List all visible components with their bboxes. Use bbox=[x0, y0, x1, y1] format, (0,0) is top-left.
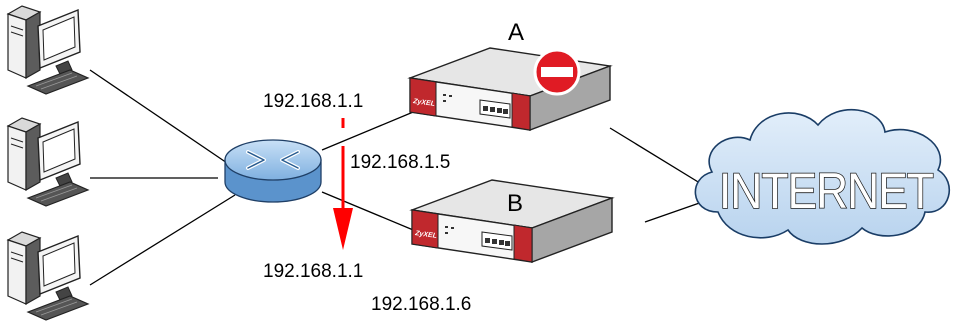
router-switch-icon bbox=[224, 139, 322, 203]
device-a-wan-ip: 192.168.1.5 bbox=[350, 152, 450, 173]
device-a-label: A bbox=[508, 19, 524, 46]
connection-lines bbox=[89, 69, 709, 286]
device-a-brand: ZyXEL bbox=[412, 98, 436, 108]
device-a: ZyXEL bbox=[409, 47, 611, 131]
device-b-wan-ip: 192.168.1.6 bbox=[371, 294, 471, 315]
internet-label: INTERNET bbox=[719, 163, 933, 219]
computer-3 bbox=[7, 231, 89, 321]
device-b-label: B bbox=[507, 190, 523, 217]
computer-2 bbox=[7, 117, 89, 207]
internet-cloud-icon: INTERNET bbox=[694, 108, 951, 245]
device-b: ZyXEL bbox=[411, 179, 613, 263]
computer-1 bbox=[7, 5, 89, 95]
red-down-arrow-icon bbox=[333, 118, 353, 250]
device-b-lan-ip: 192.168.1.1 bbox=[263, 261, 363, 282]
no-entry-icon bbox=[533, 48, 581, 96]
device-b-brand: ZyXEL bbox=[414, 230, 438, 240]
device-a-lan-ip: 192.168.1.1 bbox=[263, 91, 363, 112]
